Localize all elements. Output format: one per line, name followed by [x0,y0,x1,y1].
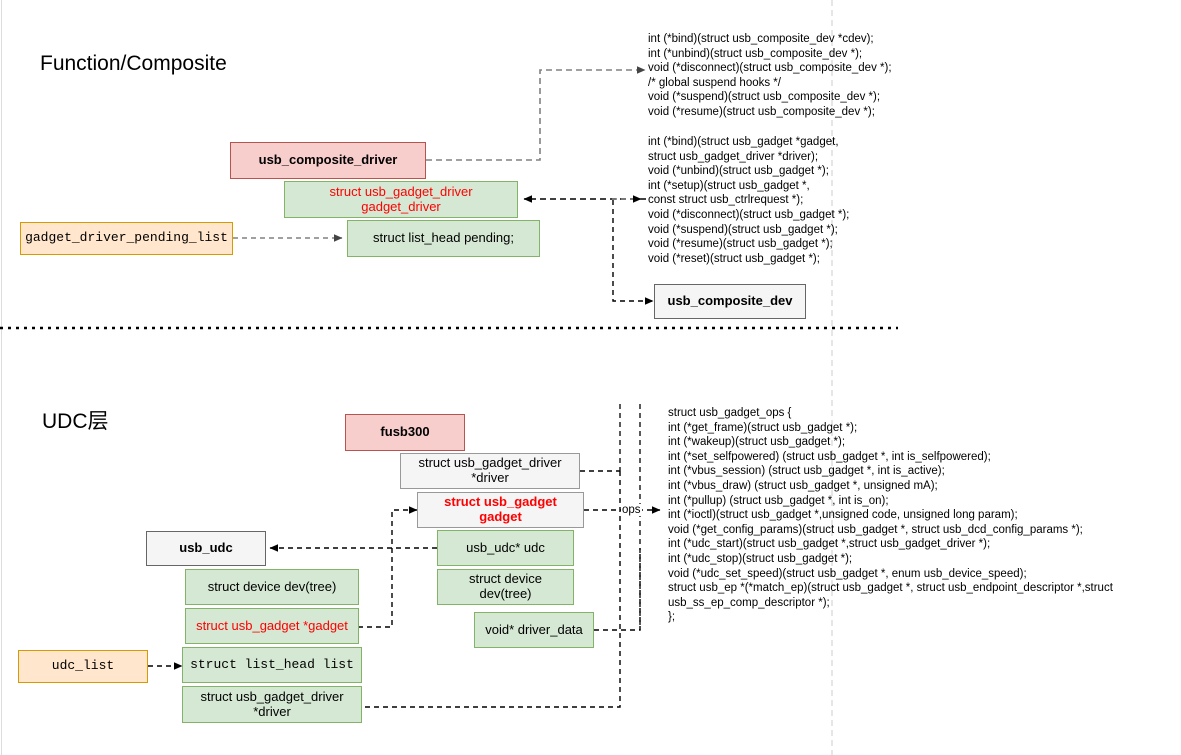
box-udc-device-tree-left[interactable]: struct device dev(tree) [185,569,359,605]
box-usb-udc-ptr[interactable]: usb_udc* udc [437,530,574,566]
section-title-function-composite: Function/Composite [40,52,227,75]
box-list-head-pending[interactable]: struct list_head pending; [347,220,540,257]
box-udc-list-head[interactable]: struct list_head list [182,647,362,683]
gadget-driver-field-label: struct usb_gadget_driver gadget_driver [329,183,473,214]
box-gadget-driver-field[interactable]: struct usb_gadget_driver gadget_driver [284,181,518,218]
label-ops: ops [621,504,642,516]
box-fusb-gadget-field[interactable]: struct usb_gadget gadget [417,492,584,528]
code-usb-gadget-ops: struct usb_gadget_ops { int (*get_frame)… [668,407,1113,624]
conn-composite-dev [612,200,654,305]
box-usb-composite-driver[interactable]: usb_composite_driver [230,142,426,179]
box-udc-device-tree-right[interactable]: struct device dev(tree) [437,569,574,605]
box-usb-udc[interactable]: usb_udc [146,531,266,566]
box-udc-gadget-ptr[interactable]: struct usb_gadget *gadget [185,608,359,644]
section-title-udc-layer: UDC层 [42,410,109,433]
conn-driverdata-right [594,548,641,631]
box-driver-data[interactable]: void* driver_data [474,612,594,648]
udc-gadget-ptr-label: struct usb_gadget *gadget [196,617,348,633]
box-gadget-driver-pending-list[interactable]: gadget_driver_pending_list [20,222,233,255]
box-fusb-driver-field[interactable]: struct usb_gadget_driver *driver [400,453,580,489]
box-fusb300[interactable]: fusb300 [345,414,465,451]
fusb-gadget-field-label: struct usb_gadget gadget [444,494,557,524]
box-usb-composite-dev[interactable]: usb_composite_dev [654,284,806,319]
box-udc-driver-ptr[interactable]: struct usb_gadget_driver *driver [182,686,362,723]
box-udc-list[interactable]: udc_list [18,650,148,683]
conn-udcgadget-to-gadget [358,506,418,628]
code-composite-driver-ops: int (*bind)(struct usb_composite_dev *cd… [648,33,892,118]
code-gadget-driver-ops: int (*bind)(struct usb_gadget *gadget, s… [648,136,850,265]
conn-composite-driver-to-ops [426,66,646,161]
lower-guides [619,404,641,630]
